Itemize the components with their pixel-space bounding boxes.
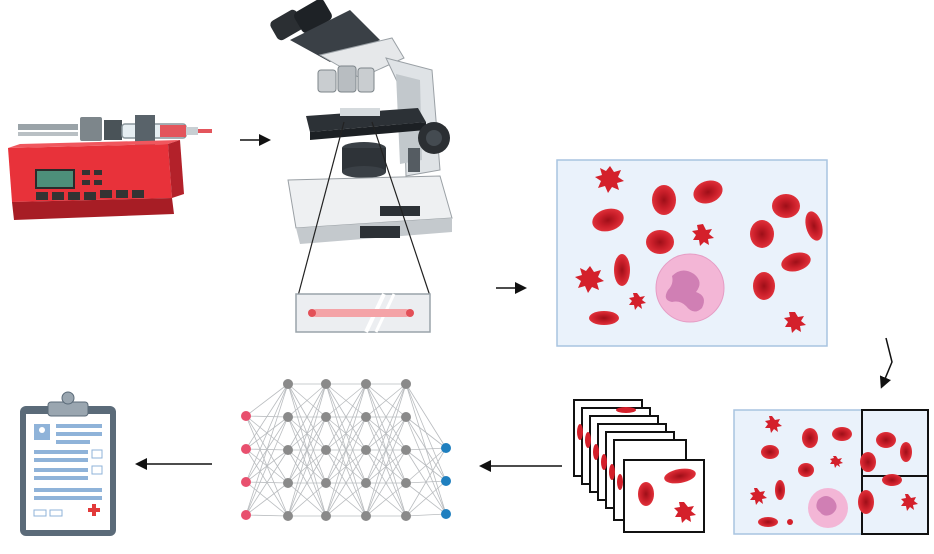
zoom-line-right <box>371 121 431 297</box>
nn-edge <box>325 383 367 484</box>
nn-edge <box>405 447 447 451</box>
nn-edge <box>245 416 289 516</box>
nn-edge <box>325 416 367 517</box>
nn-output-node <box>441 443 451 453</box>
nn-hidden-node <box>283 412 293 422</box>
nn-edge <box>365 383 407 451</box>
nn-hidden-node <box>361 412 371 422</box>
red-blood-cells <box>589 180 823 325</box>
nn-hidden-node <box>401 478 411 488</box>
nn-edge <box>287 383 327 484</box>
microscope-icon <box>270 0 453 244</box>
tiled-smear-icon <box>733 409 929 535</box>
nn-hidden-node <box>401 445 411 455</box>
nn-edge <box>245 482 289 516</box>
microscope-slide-icon <box>295 293 431 333</box>
nn-hidden-node <box>321 412 331 422</box>
blood-smear-icon <box>556 159 828 347</box>
patch-card-front <box>623 459 705 533</box>
syringe-pump-icon <box>8 115 212 220</box>
nn-edge <box>287 383 327 418</box>
nn-edge <box>405 447 447 517</box>
nn-hidden-node <box>283 478 293 488</box>
nn-hidden-node <box>401 379 411 389</box>
nn-edge <box>325 383 367 418</box>
nn-edge <box>365 416 407 517</box>
nn-edge <box>325 383 367 517</box>
echinocytes <box>575 166 806 333</box>
nn-edge <box>365 383 407 418</box>
zoom-line-left <box>297 121 345 297</box>
nn-hidden-node <box>401 511 411 521</box>
nn-edge <box>405 480 447 517</box>
nn-edge <box>287 383 327 451</box>
nn-edge <box>245 383 289 450</box>
nn-hidden-node <box>321 511 331 521</box>
nn-edge <box>287 449 327 517</box>
nn-hidden-node <box>283 445 293 455</box>
clipboard-report-icon <box>20 391 116 536</box>
nn-edge <box>405 416 447 449</box>
nn-edge <box>245 383 289 483</box>
nn-edge <box>365 449 407 517</box>
nn-hidden-node <box>321 379 331 389</box>
nn-edge <box>245 383 289 417</box>
neural-network-icon <box>241 379 451 521</box>
image-patch-stack-icon <box>573 399 705 533</box>
nn-hidden-node <box>283 379 293 389</box>
nn-edge <box>245 514 289 517</box>
nn-edge <box>325 383 367 451</box>
nn-edge <box>245 383 289 516</box>
nn-hidden-node <box>401 412 411 422</box>
nn-edge <box>325 449 367 517</box>
nn-hidden-node <box>361 511 371 521</box>
nn-hidden-node <box>361 478 371 488</box>
nn-input-node <box>241 510 251 520</box>
nn-edge <box>405 383 447 449</box>
nn-input-node <box>241 477 251 487</box>
nn-edge <box>287 416 327 517</box>
nn-hidden-node <box>321 445 331 455</box>
nn-input-node <box>241 444 251 454</box>
nn-edge <box>325 482 367 517</box>
nn-hidden-node <box>283 511 293 521</box>
arrow-smear-to-tiles <box>879 337 893 389</box>
nn-edge <box>405 513 447 517</box>
nn-input-node <box>241 411 251 421</box>
nn-output-node <box>441 476 451 486</box>
nn-edge <box>365 383 407 484</box>
white-blood-cell <box>655 253 725 323</box>
nn-edge <box>365 482 407 517</box>
nn-hidden-node <box>321 478 331 488</box>
nn-edge <box>405 447 447 484</box>
nn-edge <box>287 482 327 517</box>
nn-edge <box>365 383 407 517</box>
nn-edge <box>245 449 289 516</box>
nn-edge <box>287 383 327 517</box>
nn-output-node <box>441 509 451 519</box>
nn-hidden-node <box>361 445 371 455</box>
nn-hidden-node <box>361 379 371 389</box>
